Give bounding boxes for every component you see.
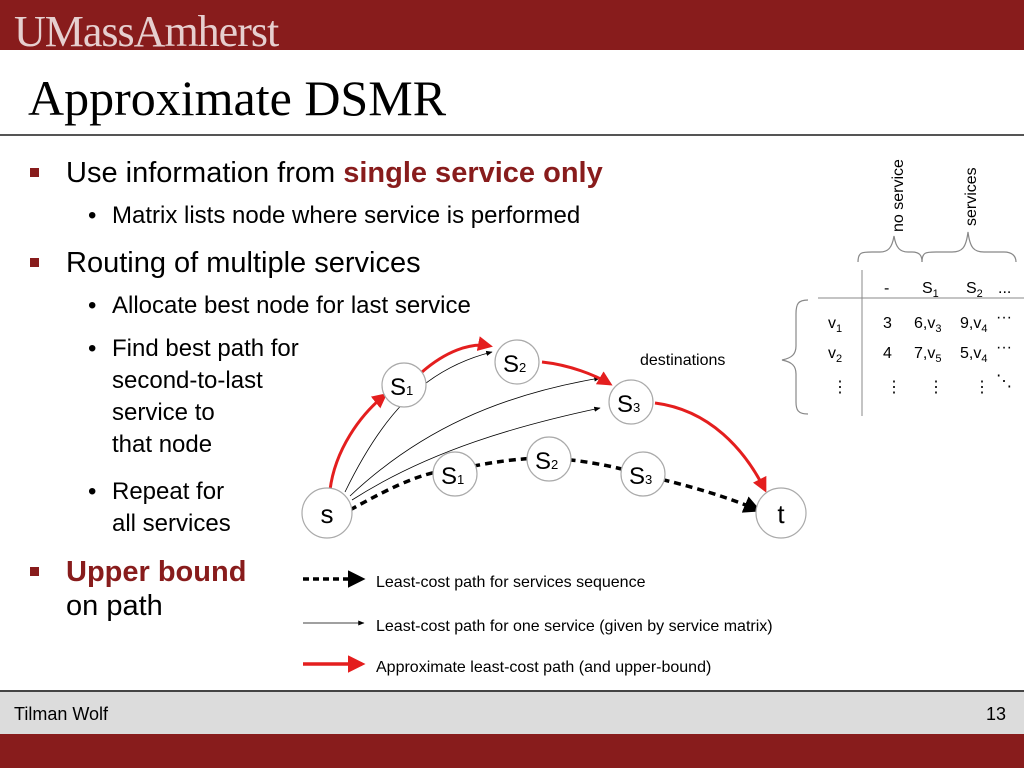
node-s1-bottom — [432, 451, 478, 497]
bullet-marker — [30, 567, 39, 576]
red-path-s-s1 — [328, 393, 388, 491]
bullet-emphasis: single service only — [343, 157, 603, 189]
label-s3-bottom: S3 — [629, 463, 652, 490]
node-s2-top — [494, 339, 540, 385]
matrix-header-s2: S2 — [966, 280, 983, 301]
node-s3-top — [608, 379, 654, 425]
red-path-s1-s2 — [421, 336, 493, 374]
footer-bar: Tilman Wolf 13 — [0, 690, 1024, 736]
thin-path-s-s3a — [349, 376, 601, 497]
label-s: s — [321, 499, 334, 529]
bullet-single-service: Use information from single service only — [30, 156, 603, 190]
bullet-text: Use information from — [66, 157, 344, 189]
sub-bullet-find-path: • Find best path for second-to-last serv… — [88, 335, 299, 458]
red-path-s2-s3 — [541, 360, 613, 386]
brace-destinations — [781, 299, 809, 415]
matrix-row-v2: v2 — [828, 345, 843, 366]
legend-thin-text: Least-cost path for one service (given b… — [376, 618, 773, 635]
sub-bullet-allocate: •Allocate best node for last service — [88, 292, 471, 319]
matrix-header-none: - — [884, 280, 890, 297]
bottom-bar — [0, 734, 1024, 768]
matrix-header-s1: S1 — [922, 280, 939, 301]
label-s2-bottom: S2 — [535, 448, 558, 475]
matrix-header-more: ... — [998, 280, 1012, 297]
top-bar: UMassAmherst — [0, 0, 1024, 56]
node-s3-bottom — [620, 451, 666, 497]
no-service-label: no service — [890, 159, 907, 232]
bullet-marker — [30, 258, 39, 267]
label-s2-top: S2 — [503, 351, 526, 378]
matrix-row-v1: v1 — [828, 315, 843, 336]
umass-logo: UMassAmherst — [14, 7, 279, 56]
sub-bullet-matrix: •Matrix lists node where service is perf… — [88, 202, 581, 229]
label-s3-top: S3 — [617, 391, 640, 418]
sub-bullet-repeat: • Repeat for all services — [88, 478, 231, 537]
destinations-label: destinations — [640, 352, 725, 369]
bullet-marker — [30, 168, 39, 177]
brace-no-service — [857, 235, 923, 263]
thin-path-s-s3b — [351, 406, 601, 501]
node-s1-top — [381, 362, 427, 408]
red-path-s3-t — [654, 401, 767, 493]
legend-red-text: Approximate least-cost path (and upper-b… — [376, 659, 712, 676]
node-t — [755, 487, 807, 539]
bullet-routing: Routing of multiple services — [30, 246, 421, 280]
footer-author: Tilman Wolf — [14, 704, 109, 724]
legend-dashed-text: Least-cost path for services sequence — [376, 574, 646, 591]
page-number: 13 — [986, 704, 1007, 724]
node-s2-bottom — [526, 436, 572, 482]
label-s1-bottom: S1 — [441, 463, 464, 490]
brace-services — [921, 231, 1017, 263]
title-divider — [0, 134, 1024, 136]
label-s1-top: S1 — [390, 374, 413, 401]
slide-title: Approximate DSMR — [28, 70, 447, 126]
bullet-upper-bound: Upper bound on path — [30, 555, 246, 623]
services-label: services — [963, 167, 980, 226]
label-t: t — [777, 499, 785, 529]
node-s — [301, 487, 353, 539]
